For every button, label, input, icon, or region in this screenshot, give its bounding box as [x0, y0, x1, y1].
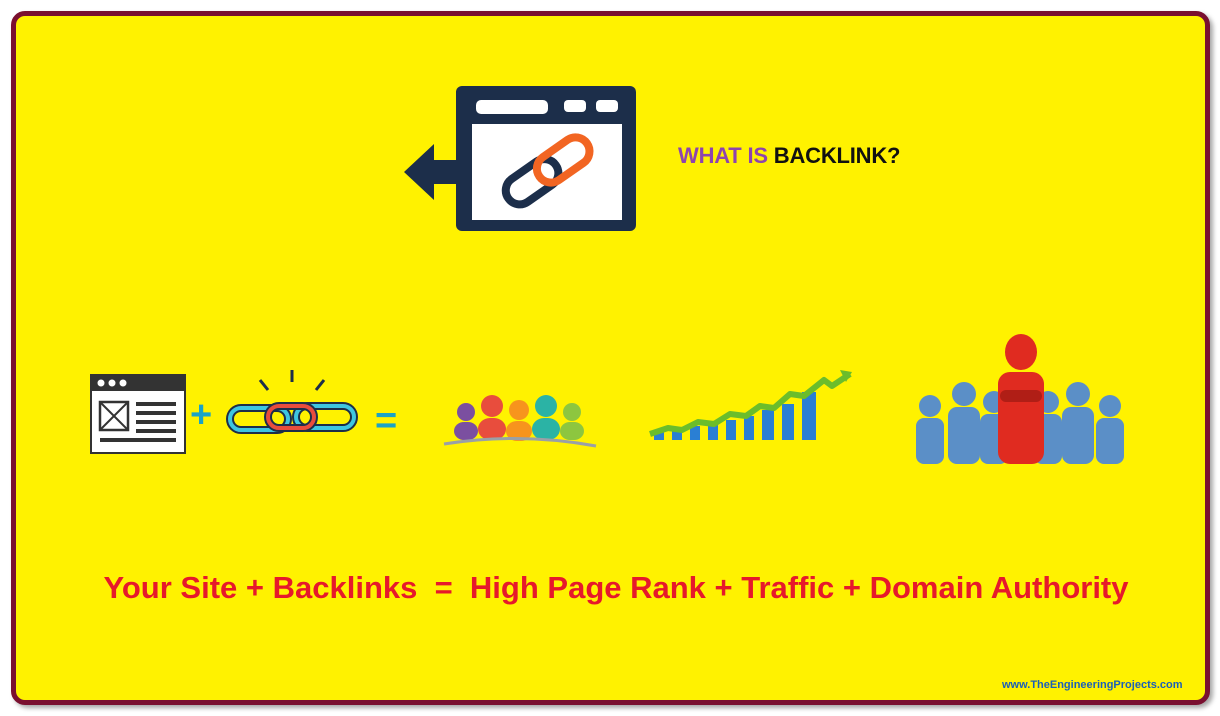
leader-crowd-icon: [916, 334, 1124, 464]
title-backlink: BACKLINK?: [773, 143, 901, 168]
title-what-is: WHAT IS: [678, 143, 768, 168]
browser-link-icon: [404, 86, 636, 231]
chain-link-icon: [226, 370, 358, 434]
website-watermark: www.TheEngineeringProjects.com: [1002, 679, 1183, 691]
website-page-icon: [90, 374, 186, 454]
growth-chart-icon: [649, 370, 852, 440]
people-group-icon: [443, 395, 597, 448]
plus-symbol: +: [190, 394, 213, 436]
page-title: WHAT IS BACKLINK?: [678, 143, 900, 169]
equals-symbol: =: [375, 400, 398, 442]
equation-tagline: Your Site + Backlinks = High Page Rank +…: [103, 570, 1129, 605]
